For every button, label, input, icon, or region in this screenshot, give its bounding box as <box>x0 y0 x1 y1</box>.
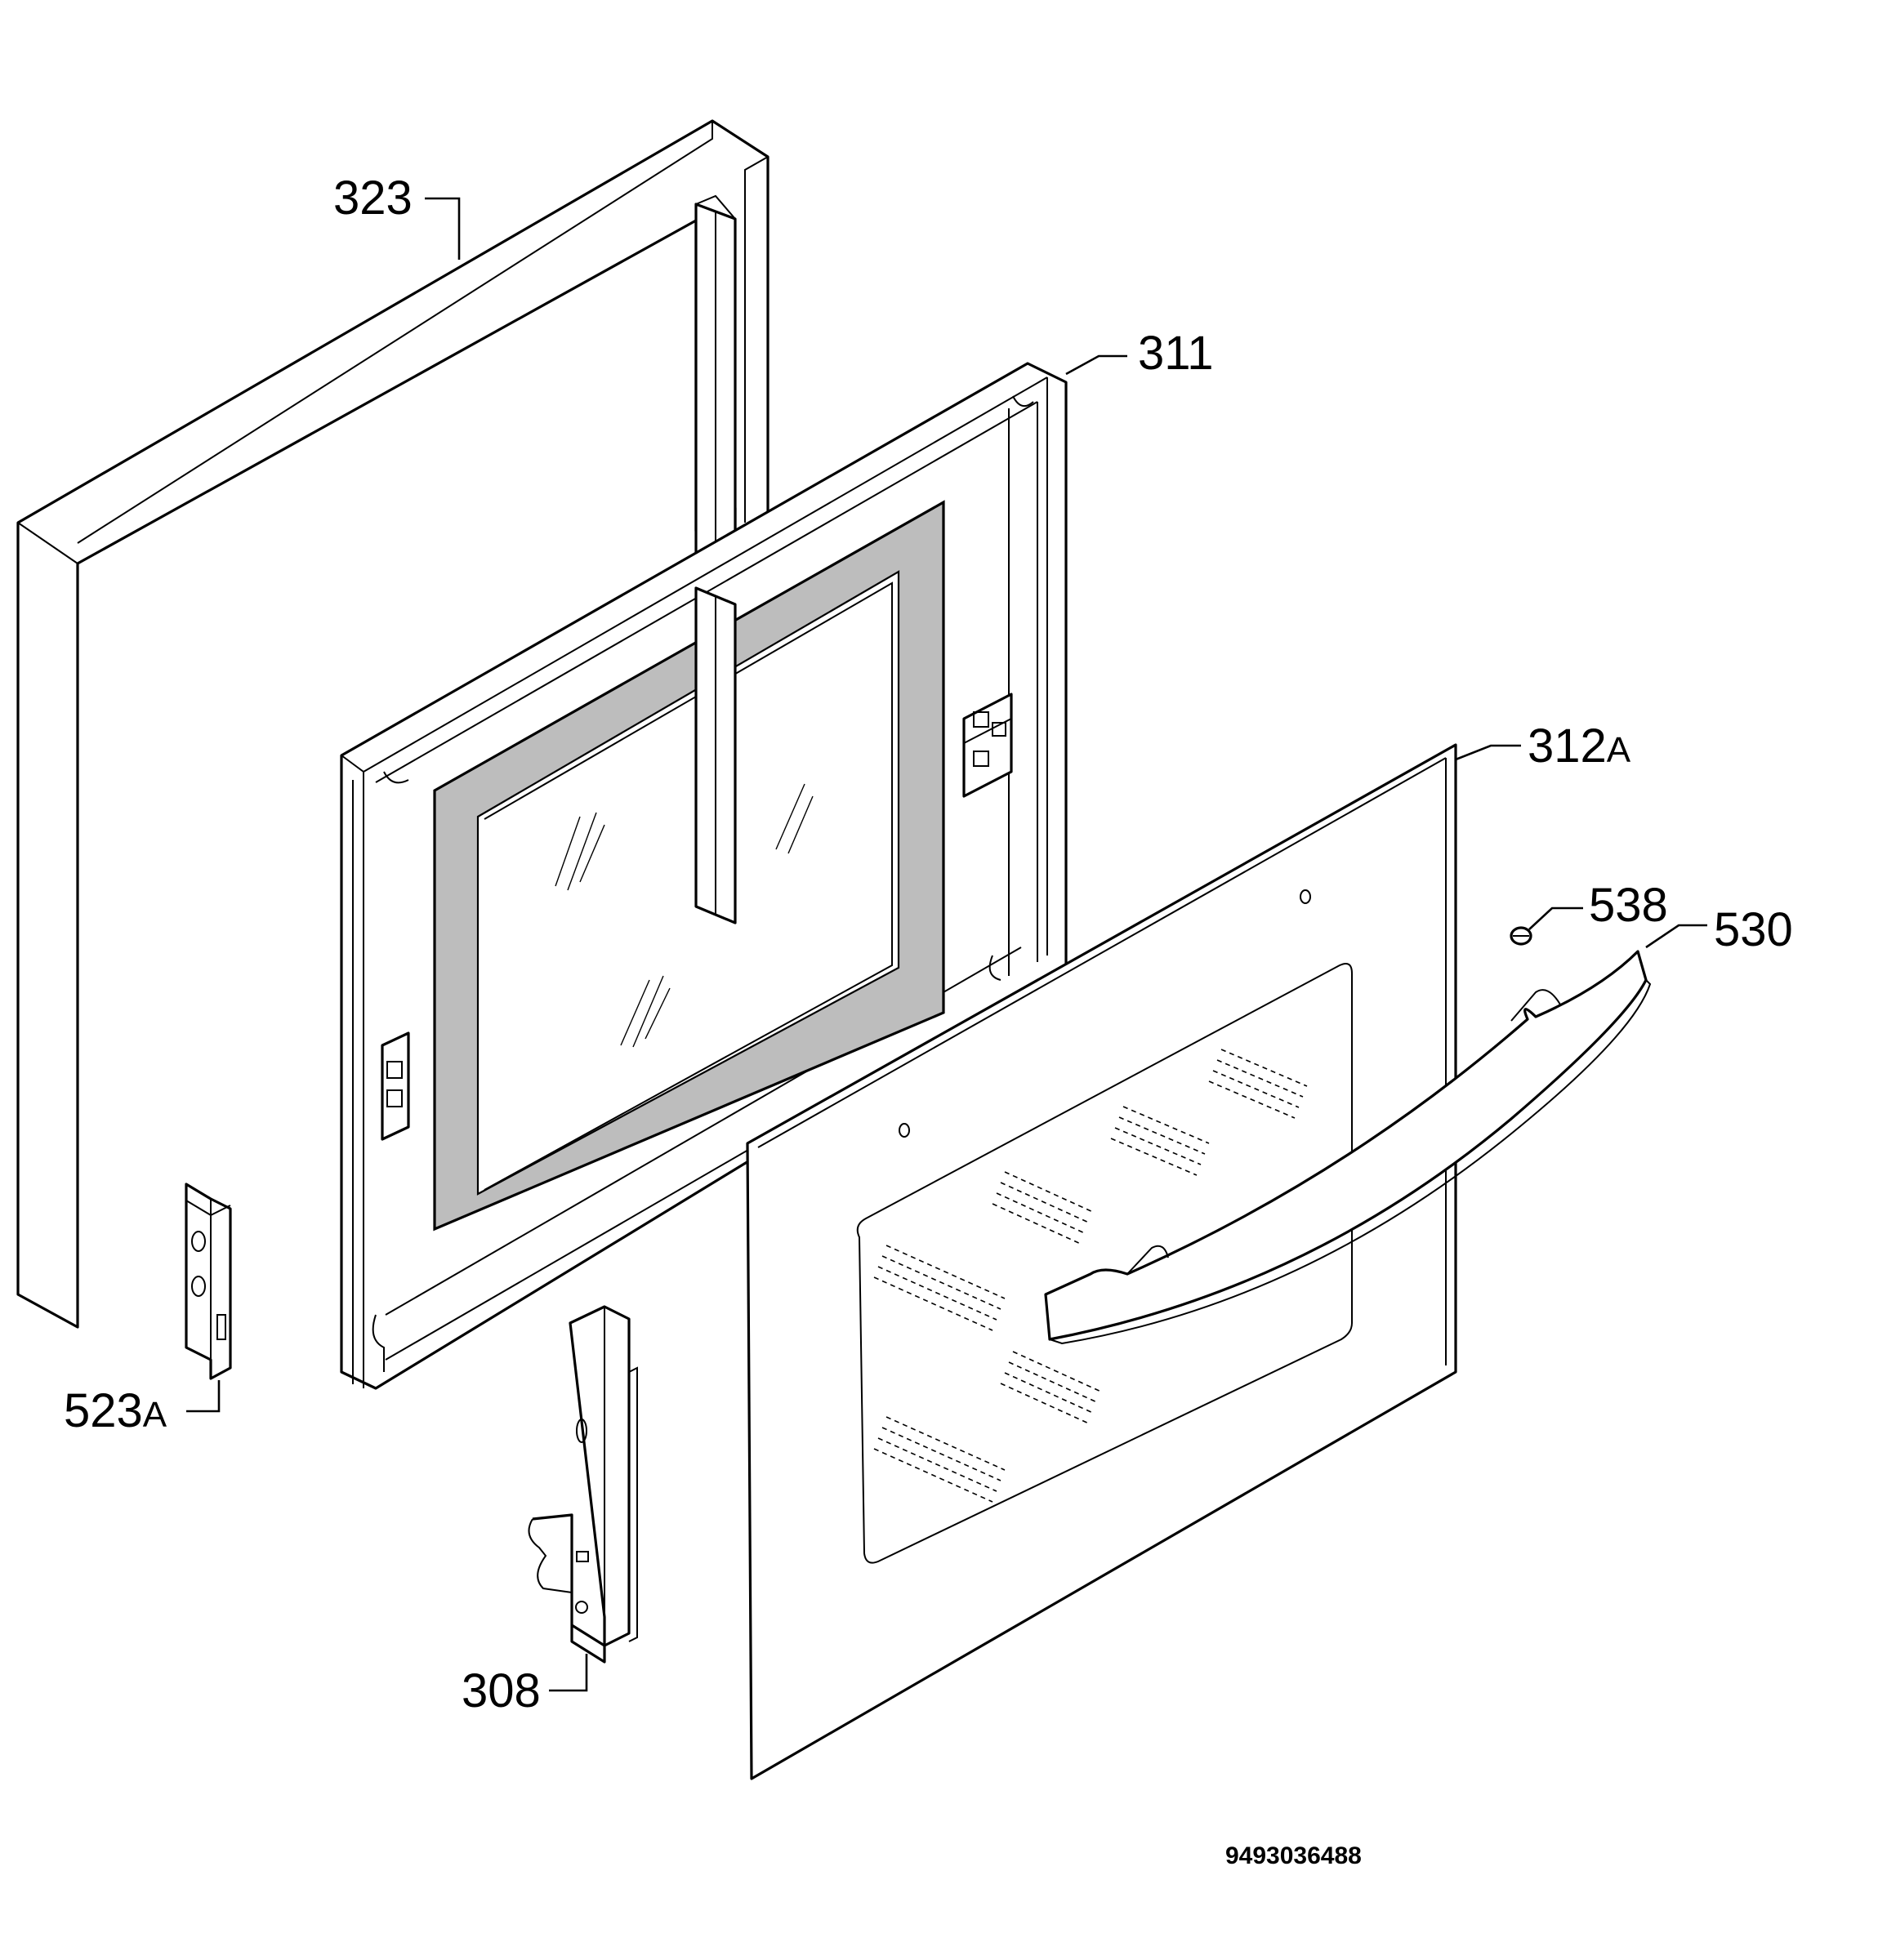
callout-523a: 523A <box>64 1384 167 1437</box>
leader-311 <box>1065 354 1127 376</box>
leader-323 <box>425 197 461 260</box>
screw-538 <box>1510 926 1532 946</box>
callout-308: 308 <box>462 1664 541 1717</box>
outer-glass-312a <box>746 743 1457 1780</box>
leader-538 <box>1528 906 1583 930</box>
door-frame-323-upright <box>694 586 737 924</box>
callout-530: 530 <box>1714 903 1793 956</box>
glass-print-hatching <box>873 1049 1308 1503</box>
leader-523a <box>186 1380 221 1413</box>
callout-311: 311 <box>1138 327 1213 380</box>
leader-530 <box>1645 924 1707 949</box>
hinge-308 <box>528 1305 638 1664</box>
leader-312a <box>1455 744 1521 761</box>
leader-308 <box>549 1654 588 1692</box>
callout-538: 538 <box>1589 879 1668 932</box>
document-number: 9493036488 <box>1225 1842 1362 1869</box>
callout-323: 323 <box>333 172 413 225</box>
door-handle-530 <box>1044 950 1652 1345</box>
hinge-bracket-523a <box>185 1183 232 1380</box>
leader-lines <box>186 197 1707 1692</box>
callout-312a: 312A <box>1528 719 1631 773</box>
